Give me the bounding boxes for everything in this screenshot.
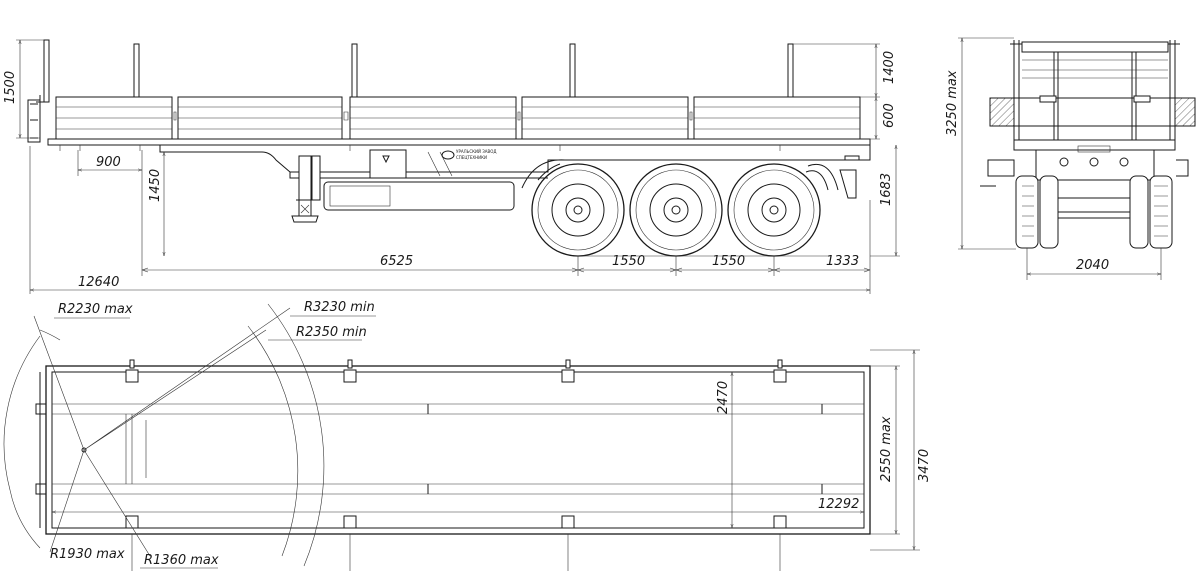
dim-platform-length: 12292 (818, 497, 859, 512)
dim-total-length: 12640 (78, 275, 119, 290)
side-boards (55, 96, 861, 140)
dim-side-board: 600 (882, 103, 897, 128)
top-platform (45, 365, 871, 535)
side-deck (47, 138, 871, 146)
mudguards (521, 159, 839, 191)
dim-overall-width: 3470 (917, 449, 932, 482)
dim-kingpin-to-axle: 6525 (380, 254, 413, 269)
dim-kingpin-offset: 900 (96, 155, 121, 170)
rear-bumper (839, 155, 860, 199)
rear-side-board-right (1174, 97, 1196, 127)
side-chassis (159, 145, 871, 173)
maker-plate: УРАЛЬСКИЙ ЗАВОД СПЕЦТЕХНИКИ (441, 149, 497, 160)
dim-rear-overhang: 1333 (826, 254, 859, 269)
rear-dimensions: 3250 max 2040 (945, 37, 1162, 280)
dim-inner-width: 2470 (716, 381, 731, 414)
dim-platform-height: 1683 (879, 173, 894, 206)
wheels-side (531, 163, 821, 257)
side-dimensions: 1500 900 1450 6525 1550 1550 1333 12640 (3, 39, 900, 294)
landing-gear (291, 155, 321, 223)
stake-pockets (125, 359, 787, 571)
dim-fifth-wheel-height: 1450 (148, 169, 163, 202)
dim-axle-spacing-1: 1550 (612, 254, 645, 269)
top-view: R2230 max R3230 min R2350 min R1930 max … (3, 300, 932, 571)
maker-plate-line-2: СПЕЦТЕХНИКИ (456, 155, 487, 160)
maker-plate-line-1: УРАЛЬСКИЙ ЗАВОД (456, 149, 497, 154)
dim-kingpin-radius: R1360 max (144, 553, 219, 568)
dim-max-width: 2550 max (879, 416, 894, 482)
dim-rear-stake: 1400 (882, 51, 897, 84)
dim-stake-height: 1500 (3, 71, 18, 104)
toolbox (369, 149, 407, 179)
dim-inner-turning-radius: R2350 min (296, 325, 367, 340)
dim-track-width: 2040 (1076, 258, 1109, 273)
dim-front-swing-radius: R2230 max (58, 302, 133, 317)
dim-outer-turning-radius: R3230 min (304, 300, 375, 315)
turning-arcs (3, 303, 325, 567)
front-bulkhead (27, 95, 46, 143)
dim-axle-spacing-2: 1550 (712, 254, 745, 269)
dim-corner-radius: R1930 max (50, 547, 125, 562)
side-view: УРАЛЬСКИЙ ЗАВОД СПЕЦТЕХНИКИ (3, 39, 900, 294)
rear-view: 3250 max 2040 (945, 37, 1196, 280)
rear-side-board-left (989, 97, 1015, 127)
side-stakes (43, 39, 794, 103)
turning-radius-lines (33, 307, 291, 557)
dim-max-height: 3250 max (945, 70, 960, 136)
rear-wheels (1015, 175, 1173, 249)
side-tank (323, 181, 515, 211)
